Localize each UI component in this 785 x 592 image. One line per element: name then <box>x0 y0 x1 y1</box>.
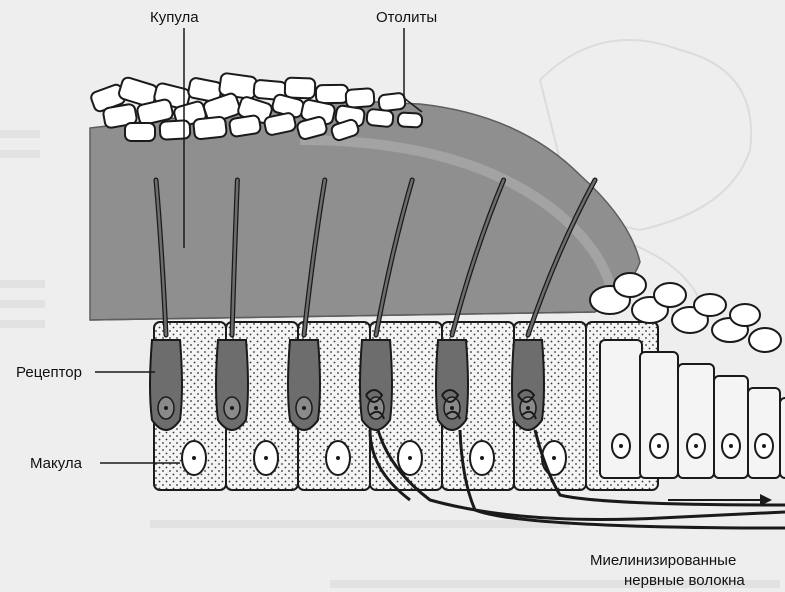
epithelium-cell <box>640 352 678 478</box>
receptor-label: Рецептор <box>16 364 82 381</box>
epithelium-cell <box>714 376 748 478</box>
surface-cell <box>749 328 781 352</box>
otolith-crystal <box>366 109 394 128</box>
macula-nucleolus <box>336 456 340 460</box>
cupula-label: Купула <box>150 9 199 26</box>
otolith-crystal <box>285 77 316 98</box>
macula-nucleolus <box>480 456 484 460</box>
epithelium-nucleolus <box>729 444 733 448</box>
surface-cell <box>614 273 646 297</box>
otolith-crystal <box>378 92 406 111</box>
otoliths-label: Отолиты <box>376 9 437 26</box>
receptor-nucleolus <box>450 406 454 410</box>
receptor-nucleolus <box>302 406 306 410</box>
otolith-crystal <box>125 123 155 141</box>
otolith-crystal <box>316 85 348 104</box>
otolith-crystal <box>398 112 423 127</box>
receptor-nucleolus <box>374 406 378 410</box>
otolith-crystal <box>160 120 191 140</box>
receptor-nucleolus <box>164 406 168 410</box>
nerve-fibers-label-line2: нервные волокна <box>624 572 745 589</box>
surface-cell <box>654 283 686 307</box>
epithelium-nucleolus <box>694 444 698 448</box>
otolith-crystal <box>345 88 374 108</box>
receptor-nucleolus <box>230 406 234 410</box>
epithelium-cell <box>780 398 785 478</box>
epithelium-nucleolus <box>762 444 766 448</box>
epithelium-cell <box>678 364 714 478</box>
otolith-crystal <box>229 115 261 137</box>
surface-cell <box>694 294 726 316</box>
macula-nucleolus <box>552 456 556 460</box>
macula-label: Макула <box>30 455 83 472</box>
receptor-nucleolus <box>526 406 530 410</box>
surface-cell <box>730 304 760 326</box>
epithelium-nucleolus <box>657 444 661 448</box>
nerve-fibers-label-line1: Миелинизированные <box>590 552 736 569</box>
macula-nucleolus <box>408 456 412 460</box>
right-epithelium-cells <box>590 273 785 478</box>
epithelium-nucleolus <box>619 444 623 448</box>
macula-nucleolus <box>264 456 268 460</box>
otolith-crystal <box>193 116 227 139</box>
macula-nucleolus <box>192 456 196 460</box>
